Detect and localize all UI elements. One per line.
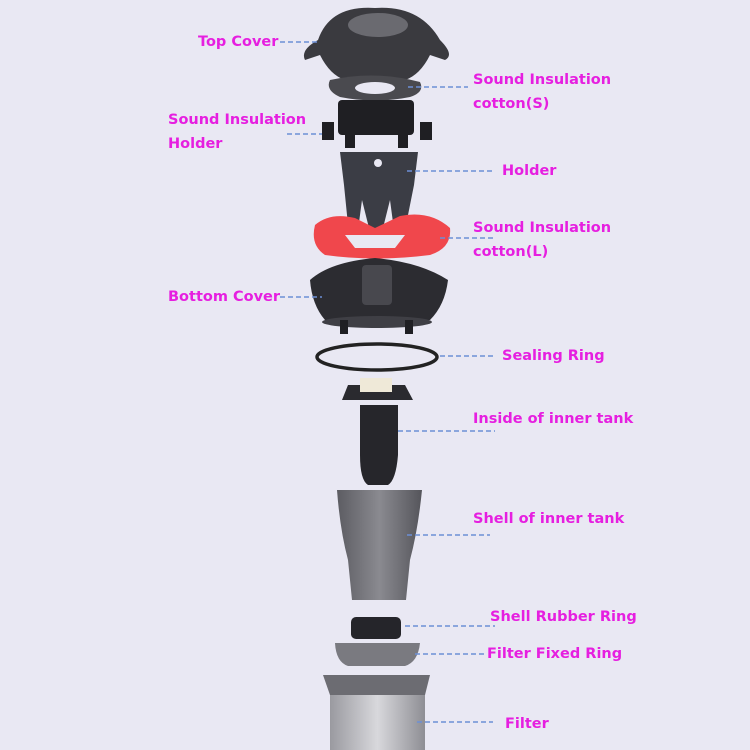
sealing-ring: [315, 342, 439, 372]
bottom-cover: [310, 258, 448, 334]
shell-of-inner-tank: [337, 490, 422, 600]
sound-insulation-cotton-l: [313, 214, 451, 259]
label-sound-insulation-cotton-l: Sound Insulation cotton(L): [473, 216, 611, 264]
label-line: Sound Insulation: [168, 112, 307, 128]
label-line: cotton(S): [473, 96, 550, 112]
filter: [323, 675, 430, 750]
label-filter: Filter: [505, 716, 549, 732]
label-inside-of-inner-tank: Inside of inner tank: [473, 411, 634, 427]
label-top-cover: Top Cover: [198, 34, 279, 50]
label-filter-fixed-ring: Filter Fixed Ring: [487, 646, 623, 662]
sound-insulation-holder: [322, 100, 432, 148]
label-holder: Holder: [502, 163, 557, 179]
label-shell-rubber-ring: Shell Rubber Ring: [490, 609, 637, 625]
label-line: Sound Insulation: [473, 72, 612, 88]
sound-insulation-cotton-s: [328, 75, 422, 101]
top-cover: [303, 7, 449, 81]
label-sealing-ring: Sealing Ring: [502, 348, 605, 364]
label-shell-of-inner-tank: Shell of inner tank: [473, 511, 625, 527]
label-sound-insulation-cotton-s: Sound Insulation cotton(S): [473, 68, 611, 116]
shell-rubber-ring: [351, 617, 401, 639]
leader-lines: [280, 41, 495, 723]
label-bottom-cover: Bottom Cover: [168, 289, 281, 305]
label-line: Sound Insulation: [473, 220, 612, 236]
label-line: Holder: [168, 136, 223, 152]
filter-fixed-ring: [335, 643, 420, 666]
label-line: cotton(L): [473, 244, 549, 260]
inside-of-inner-tank: [342, 378, 413, 485]
label-sound-insulation-holder: Sound Insulation Holder: [168, 108, 306, 156]
